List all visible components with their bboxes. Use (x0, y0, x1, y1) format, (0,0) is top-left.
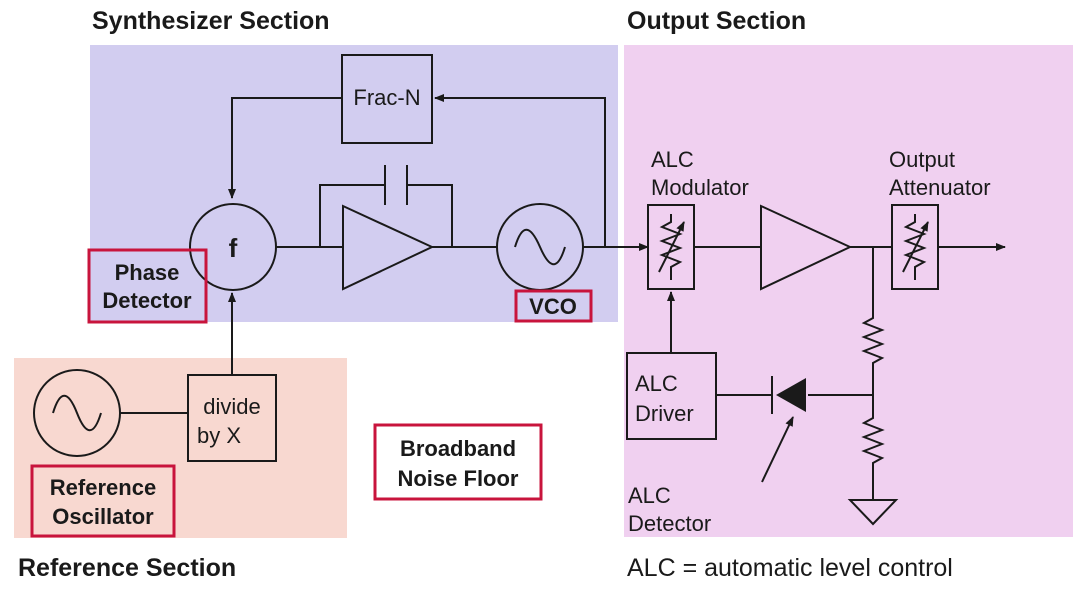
frac-n-label: Frac-N (353, 85, 420, 110)
broadband-noise-floor-line1: Broadband (400, 436, 516, 461)
detector-diode (776, 378, 806, 412)
feedback-line-vco-to-fracn (434, 94, 606, 247)
loop-filter-amplifier (342, 204, 435, 291)
phase-detector-symbol: f (229, 233, 238, 263)
output-attenuator-variable-resistor-icon (903, 214, 927, 280)
ground-symbol (847, 499, 899, 526)
reference-oscillator-label-line1: Reference (50, 475, 156, 500)
phase-detector-label-box (87, 248, 208, 324)
output-attenuator-variable-arrow (902, 221, 929, 273)
phase-detector-label-line1: Phase (115, 260, 180, 285)
reference-section-title: Reference Section (18, 554, 236, 582)
synthesizer-section-title: Synthesizer Section (92, 7, 330, 35)
divide-by-x-line1: divide (203, 394, 260, 419)
alc-detector-pointer-arrow (761, 416, 794, 483)
reference-section-bg (14, 358, 347, 538)
vco-label-box (514, 289, 593, 323)
alc-driver-label-line2: Driver (635, 401, 694, 426)
alc-footnote: ALC = automatic level control (627, 554, 953, 582)
alc-detector-label-line2: Detector (628, 511, 711, 536)
capacitor-feedback-right (407, 184, 453, 247)
alc-driver-label-line1: ALC (635, 371, 678, 396)
feedback-line-fracn-to-phase (228, 97, 342, 199)
output-attenuator-label-line1: Output (889, 147, 955, 172)
divider-resistor-bottom (861, 395, 885, 500)
output-attenuator-label-line2: Attenuator (889, 175, 991, 200)
reference-sine-icon (52, 394, 102, 432)
reference-oscillator-label-line2: Oscillator (52, 504, 154, 529)
output-section-bg (624, 45, 1073, 537)
alc-modulator-label-line1: ALC (651, 147, 694, 172)
synthesizer-section-bg (90, 45, 618, 322)
vco-label: VCO (529, 294, 577, 319)
alc-modulator-variable-arrow (658, 221, 685, 273)
output-section-title: Output Section (627, 7, 806, 35)
alc-modulator-label-line2: Modulator (651, 175, 749, 200)
phase-detector-label-line2: Detector (102, 288, 192, 313)
reference-oscillator-label-box (30, 464, 176, 538)
vco-sine-icon (514, 228, 566, 266)
alc-modulator-variable-resistor-icon (659, 214, 683, 280)
broadband-noise-floor-box (373, 423, 543, 501)
capacitor-feedback-left (319, 184, 385, 247)
divider-resistor-top (861, 310, 885, 395)
broadband-noise-floor-line2: Noise Floor (397, 466, 518, 491)
divide-by-x-line2: by X (197, 423, 241, 448)
alc-detector-label-line1: ALC (628, 483, 671, 508)
output-amplifier (760, 204, 853, 291)
